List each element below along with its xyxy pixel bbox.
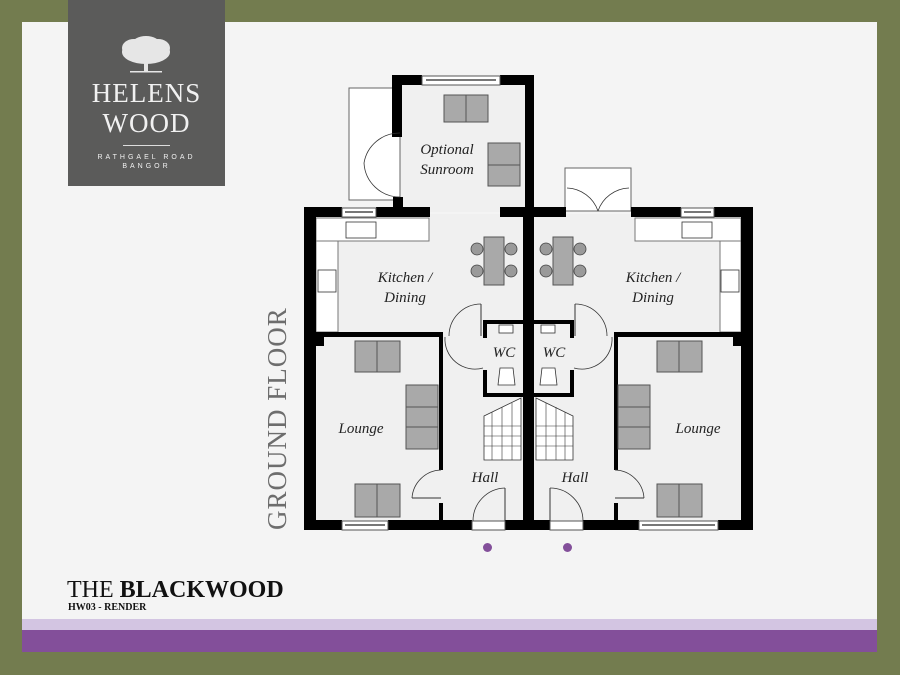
entrance-marker-left (483, 543, 492, 552)
logo-divider (123, 145, 170, 146)
room-label-right-wc: WC (542, 345, 566, 361)
room-label-left-hall: Hall (471, 470, 499, 486)
room-label-right-kitchen: Kitchen / Dining (625, 270, 681, 306)
logo-line2: WOOD (102, 108, 191, 138)
footer-lavender-strip (22, 619, 877, 630)
oak-tree-icon (122, 36, 170, 73)
logo-address-line2: BANGOR (122, 163, 171, 170)
room-label-left-kitchen: Kitchen / Dining (377, 270, 433, 306)
room-label-right-lounge: Lounge (675, 421, 721, 437)
footer-purple-strip (22, 630, 877, 652)
room-label-left-wc: WC (492, 345, 516, 361)
development-logo: HELENS WOOD RATHGAEL ROAD BANGOR (68, 0, 225, 186)
entrance-marker-right (563, 543, 572, 552)
logo-address-line1: RATHGAEL ROAD (97, 154, 196, 161)
house-type-title: THE BLACKWOOD (67, 577, 284, 603)
room-label-left-lounge: Lounge (338, 421, 384, 437)
room-label-right-hall: Hall (561, 470, 589, 486)
logo-line1: HELENS (91, 78, 202, 108)
room-label-sunroom: Optional Sunroom (420, 142, 474, 178)
plan-subtitle: HW03 - RENDER (68, 602, 147, 613)
